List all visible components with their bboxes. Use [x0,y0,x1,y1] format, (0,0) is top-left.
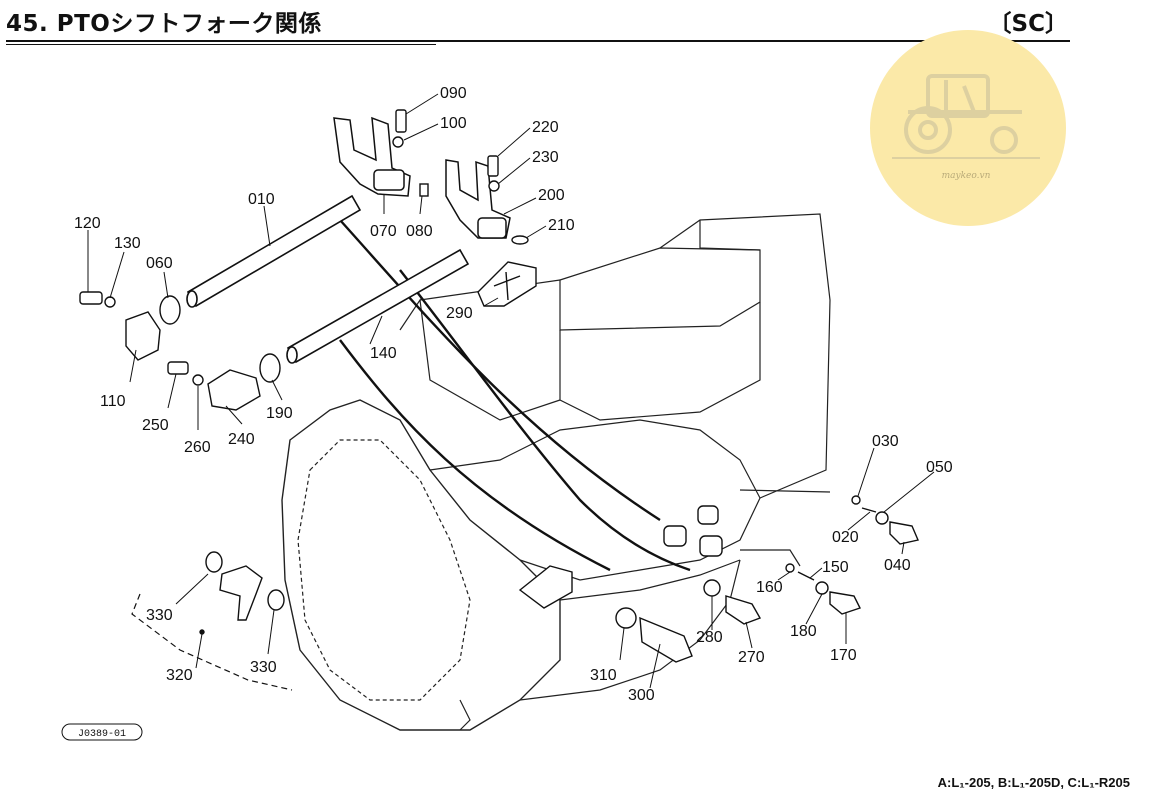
part-label-280: 280 [696,629,723,646]
model-note: A:L₁-205, B:L₁-205D, C:L₁-R205 [937,775,1130,790]
washer-180 [815,581,829,595]
header-divider [6,40,1070,42]
guide-lines [339,219,691,572]
diagram-code-badge: J0389-01 [61,723,143,741]
shift-fork-200 [445,159,511,239]
part-labels: 090 100 220 230 200 210 010 070 080 120 … [74,85,953,704]
part-label-080: 080 [406,223,433,240]
title-underline [6,44,436,45]
plug-040 [889,521,919,545]
spring-020 [861,507,877,513]
part-label-200: 200 [538,187,565,204]
seal-190 [259,353,281,383]
part-label-320: 320 [166,667,193,684]
part-label-090: 090 [440,85,467,102]
bolt-220 [487,155,499,177]
part-label-230: 230 [532,149,559,166]
bushing-330b [267,589,285,611]
washer-310 [615,607,637,629]
part-label-240: 240 [228,431,255,448]
bolt-250 [167,361,189,375]
small-parts [79,109,919,663]
bushing-330a [205,551,223,573]
pin-080 [419,183,429,197]
washer-280 [703,579,721,597]
bracket-110 [125,311,161,361]
page-title: 45. PTOシフトフォーク関係 [6,11,322,37]
part-label-330-left: 330 [146,607,173,624]
part-label-040: 040 [884,557,911,574]
watermark: maykeo.vn [870,30,1066,226]
part-label-180: 180 [790,623,817,640]
washer-050 [875,511,889,525]
washer-130 [104,296,116,308]
shift-fork-070 [333,116,411,197]
seal-060 [159,295,181,325]
part-label-290: 290 [446,305,473,322]
part-label-130: 130 [114,235,141,252]
part-label-270: 270 [738,649,765,666]
part-label-070: 070 [370,223,397,240]
part-label-050: 050 [926,459,953,476]
part-label-100: 100 [440,115,467,132]
boss-lower [699,535,723,557]
part-label-310: 310 [590,667,617,684]
part-label-020: 020 [832,529,859,546]
part-label-060: 060 [146,255,173,272]
section-code: 〔SC〕 [988,11,1068,37]
shaft-010 [186,194,362,308]
part-label-190: 190 [266,405,293,422]
part-label-250: 250 [142,417,169,434]
boss-mid [663,525,687,547]
part-label-170: 170 [830,647,857,664]
ball-030 [851,495,861,505]
part-label-260: 260 [184,439,211,456]
bolt-300 [639,616,693,663]
group-bracket-320 [131,593,293,691]
diagram-code: J0389-01 [78,729,126,740]
lever-320 [219,565,263,621]
part-label-030: 030 [872,433,899,450]
lever-mount [518,565,573,609]
pin-210 [511,235,529,245]
tractor-icon [892,74,1040,159]
part-label-220: 220 [532,119,559,136]
bolt-270 [725,595,762,625]
bolt-120 [79,291,103,305]
shaft-140 [286,248,470,364]
part-label-300: 300 [628,687,655,704]
boss-upper [697,505,719,525]
ball-160 [785,563,795,573]
watermark-text: maykeo.vn [942,171,991,181]
part-label-110: 110 [100,393,126,410]
part-label-140: 140 [370,345,397,362]
washer-100 [392,136,404,148]
washer-260 [192,374,204,386]
washer-230 [488,180,500,192]
part-label-210: 210 [548,217,575,234]
watermark-circle [870,30,1066,226]
spring-150 [797,571,815,581]
part-label-330-right: 330 [250,659,277,676]
bolt-090 [395,109,407,133]
part-label-010: 010 [248,191,275,208]
part-label-120: 120 [74,215,101,232]
plug-170 [829,591,861,615]
part-label-150: 150 [822,559,849,576]
bracket-240 [207,369,261,411]
part-label-160: 160 [756,579,783,596]
leader-lines [87,93,935,689]
